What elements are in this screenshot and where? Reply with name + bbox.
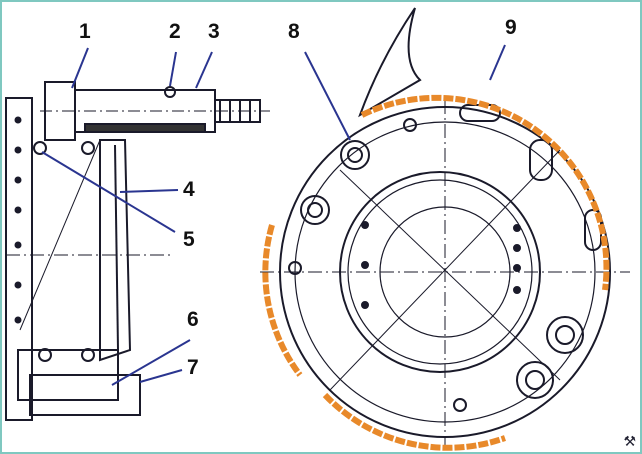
leader-arrows [41, 44, 506, 386]
brake-linings [262, 94, 610, 451]
callout-2: 2 [169, 20, 181, 43]
callout-6: 6 [187, 308, 199, 331]
adjuster-lever [358, 7, 422, 118]
callout-1: 1 [79, 20, 91, 43]
grease-fitting [164, 86, 176, 98]
callout-7: 7 [187, 356, 199, 379]
front-view [260, 7, 630, 445]
callout-8: 8 [288, 20, 300, 43]
backing-plate-edge [5, 97, 33, 421]
anchor-pin [29, 374, 141, 416]
callout-9: 9 [505, 16, 517, 39]
callout-3: 3 [208, 20, 220, 43]
side-section-view [5, 81, 270, 421]
callout-5: 5 [183, 228, 195, 251]
brake-shoe-section [99, 139, 132, 362]
callout-4: 4 [183, 178, 195, 201]
wrench-screwdriver-icon: ⚒ [623, 433, 636, 449]
